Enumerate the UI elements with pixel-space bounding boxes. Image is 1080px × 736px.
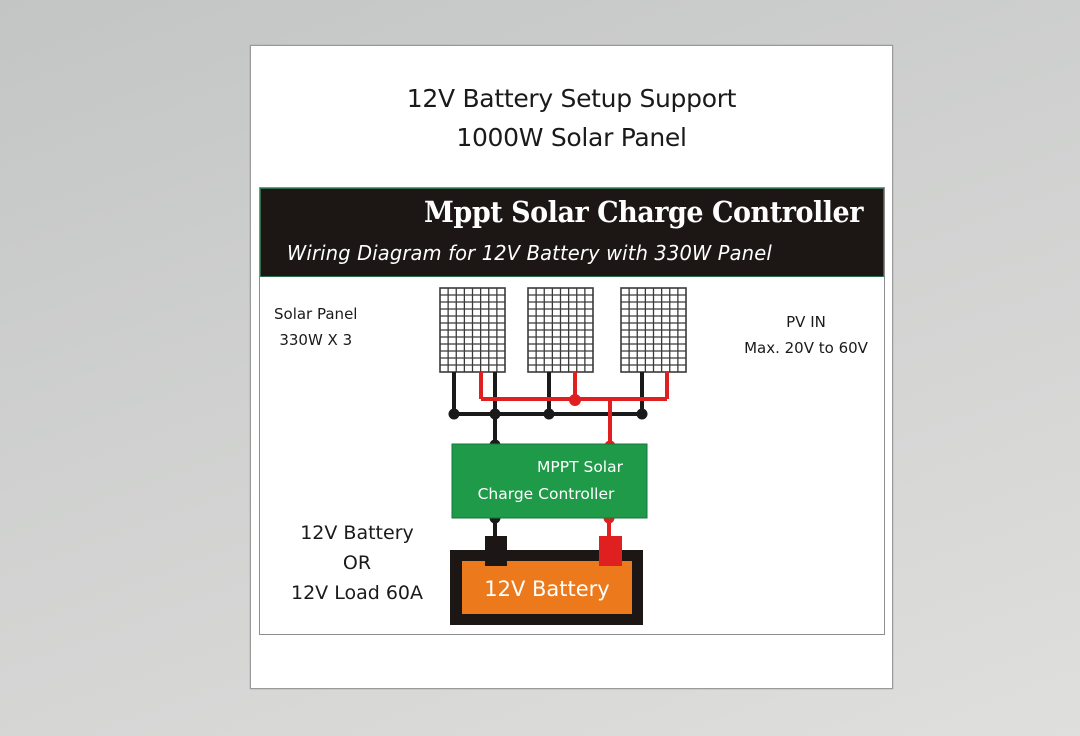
diagram-header: Mppt Solar Charge Controller Wiring Diag… (260, 188, 884, 277)
diagram-header-title: Mppt Solar Charge Controller (424, 195, 863, 229)
page-title-line2: 1000W Solar Panel (456, 123, 687, 152)
wiring-schematic: MPPT Solar Charge Controller 12V Battery (439, 287, 687, 625)
battery-positive-terminal (599, 536, 622, 566)
diagram-card: 12V Battery Setup Support 1000W Solar Pa… (250, 45, 893, 689)
page-title-line1: 12V Battery Setup Support (406, 84, 737, 113)
solar-panel-count: 330W X 3 (279, 331, 353, 349)
controller-label-line1: MPPT Solar (537, 458, 624, 476)
pv-in-range: Max. 20V to 60V (744, 339, 868, 357)
battery-load-line1: 12V Battery (300, 522, 414, 544)
solar-panel-2 (527, 287, 594, 373)
wiring-diagram: Mppt Solar Charge Controller Wiring Diag… (259, 187, 885, 635)
charge-controller: MPPT Solar Charge Controller (451, 443, 648, 519)
battery-load-line2: OR (342, 552, 372, 574)
pv-input-label: PV IN Max. 20V to 60V (726, 309, 886, 361)
junction-dot (569, 394, 581, 406)
junction-dot (448, 408, 460, 420)
solar-panel-label: Solar Panel 330W X 3 (274, 301, 357, 353)
controller-label-line2: Charge Controller (478, 485, 615, 503)
diagram-header-subtitle: Wiring Diagram for 12V Battery with 330W… (287, 241, 772, 265)
pv-in-title: PV IN (786, 313, 826, 331)
battery-negative-terminal (485, 536, 507, 566)
solar-panels (439, 287, 687, 373)
solar-panel-1 (439, 287, 506, 373)
junction-dot (636, 408, 648, 420)
junction-dot (543, 408, 555, 420)
battery-label: 12V Battery (484, 577, 610, 601)
battery-load-label: 12V Battery OR 12V Load 60A (282, 518, 432, 608)
battery: 12V Battery (450, 536, 643, 625)
junction-dot (489, 408, 501, 420)
solar-panel-title: Solar Panel (274, 305, 358, 323)
solar-panel-3 (620, 287, 687, 373)
battery-load-line3: 12V Load 60A (290, 582, 423, 604)
